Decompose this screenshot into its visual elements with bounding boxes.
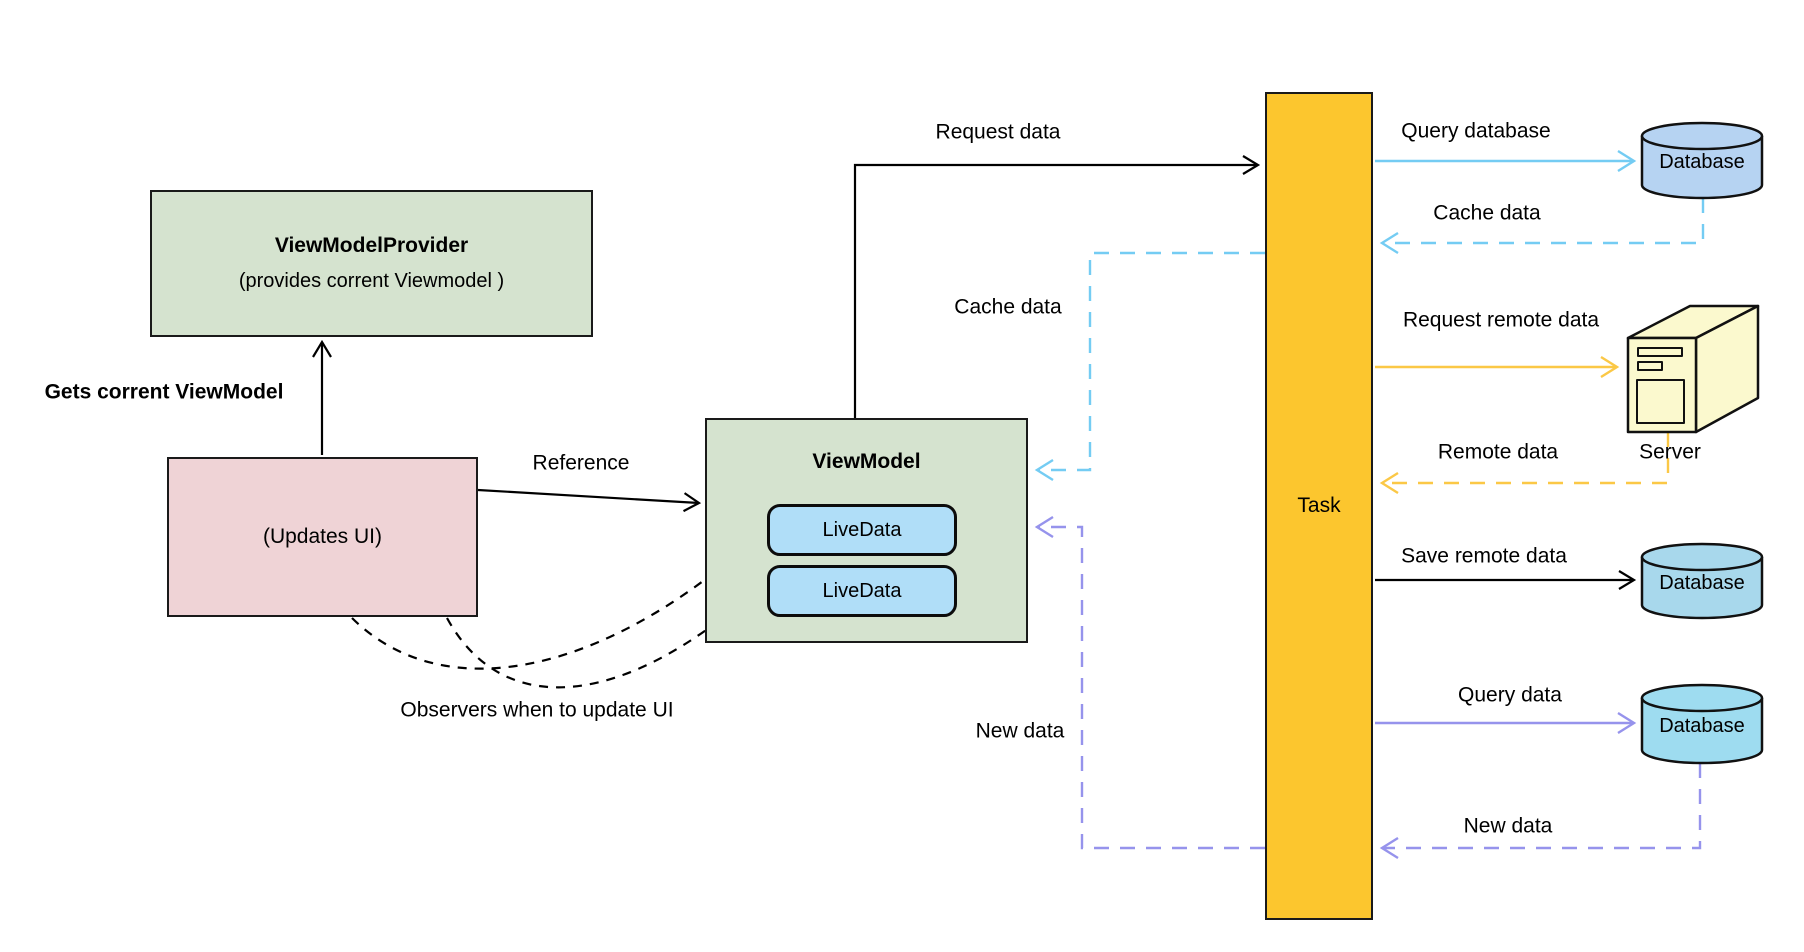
request-remote-data-label: Request remote data	[1402, 308, 1600, 332]
viewmodel-box: ViewModel LiveData LiveData	[705, 418, 1028, 643]
cache-data-left-label: Cache data	[954, 295, 1062, 319]
livedata-label-1: LiveData	[822, 518, 902, 541]
query-database-label: Query database	[1401, 119, 1551, 143]
cache-data-right-label: Cache data	[1433, 201, 1541, 225]
database-top-label: Database	[1659, 151, 1745, 173]
edge-observer-curves	[351, 540, 753, 689]
updates-ui-label: (Updates UI)	[262, 525, 383, 548]
remote-data-label: Remote data	[1437, 440, 1559, 464]
observers-label: Observers when to update UI	[400, 698, 674, 722]
viewmodelprovider-box: ViewModelProvider (provides corrent View…	[150, 190, 593, 337]
save-remote-data-label: Save remote data	[1401, 544, 1567, 568]
livedata-label-2: LiveData	[822, 579, 902, 602]
database-top-icon	[1640, 121, 1764, 200]
viewmodelprovider-title: ViewModelProvider	[274, 234, 469, 257]
livedata-box-2: LiveData	[767, 565, 957, 617]
database-bottom-icon	[1640, 683, 1764, 765]
new-data-left-label: New data	[975, 719, 1065, 743]
edge-cache-data-right-arrow	[1379, 198, 1705, 255]
viewmodel-title: ViewModel	[812, 450, 921, 473]
edge-reference-arrow	[477, 488, 702, 513]
database-middle-label: Database	[1659, 572, 1745, 594]
livedata-box-1: LiveData	[767, 504, 957, 556]
edge-new-data-right-arrow	[1379, 763, 1702, 860]
viewmodelprovider-subtitle: (provides corrent Viewmodel )	[238, 270, 505, 292]
new-data-right-label: New data	[1463, 814, 1553, 838]
database-middle-icon	[1640, 542, 1764, 620]
edge-new-data-left-arrow	[1034, 515, 1265, 850]
task-bar: Task	[1265, 92, 1373, 920]
updates-ui-box: (Updates UI)	[167, 457, 478, 617]
query-data-label: Query data	[1458, 683, 1562, 707]
task-label: Task	[1297, 494, 1341, 517]
request-data-label: Request data	[935, 120, 1061, 144]
edge-cache-data-left-arrow	[1034, 251, 1265, 482]
server-icon	[1626, 304, 1760, 434]
server-label: Server	[1639, 440, 1701, 464]
edge-remote-data-arrow	[1379, 432, 1670, 495]
edge-request-data-arrow	[853, 155, 1261, 418]
reference-label: Reference	[532, 451, 630, 475]
gets-current-viewmodel-label: Gets corrent ViewModel	[44, 380, 284, 404]
database-bottom-label: Database	[1659, 715, 1745, 737]
